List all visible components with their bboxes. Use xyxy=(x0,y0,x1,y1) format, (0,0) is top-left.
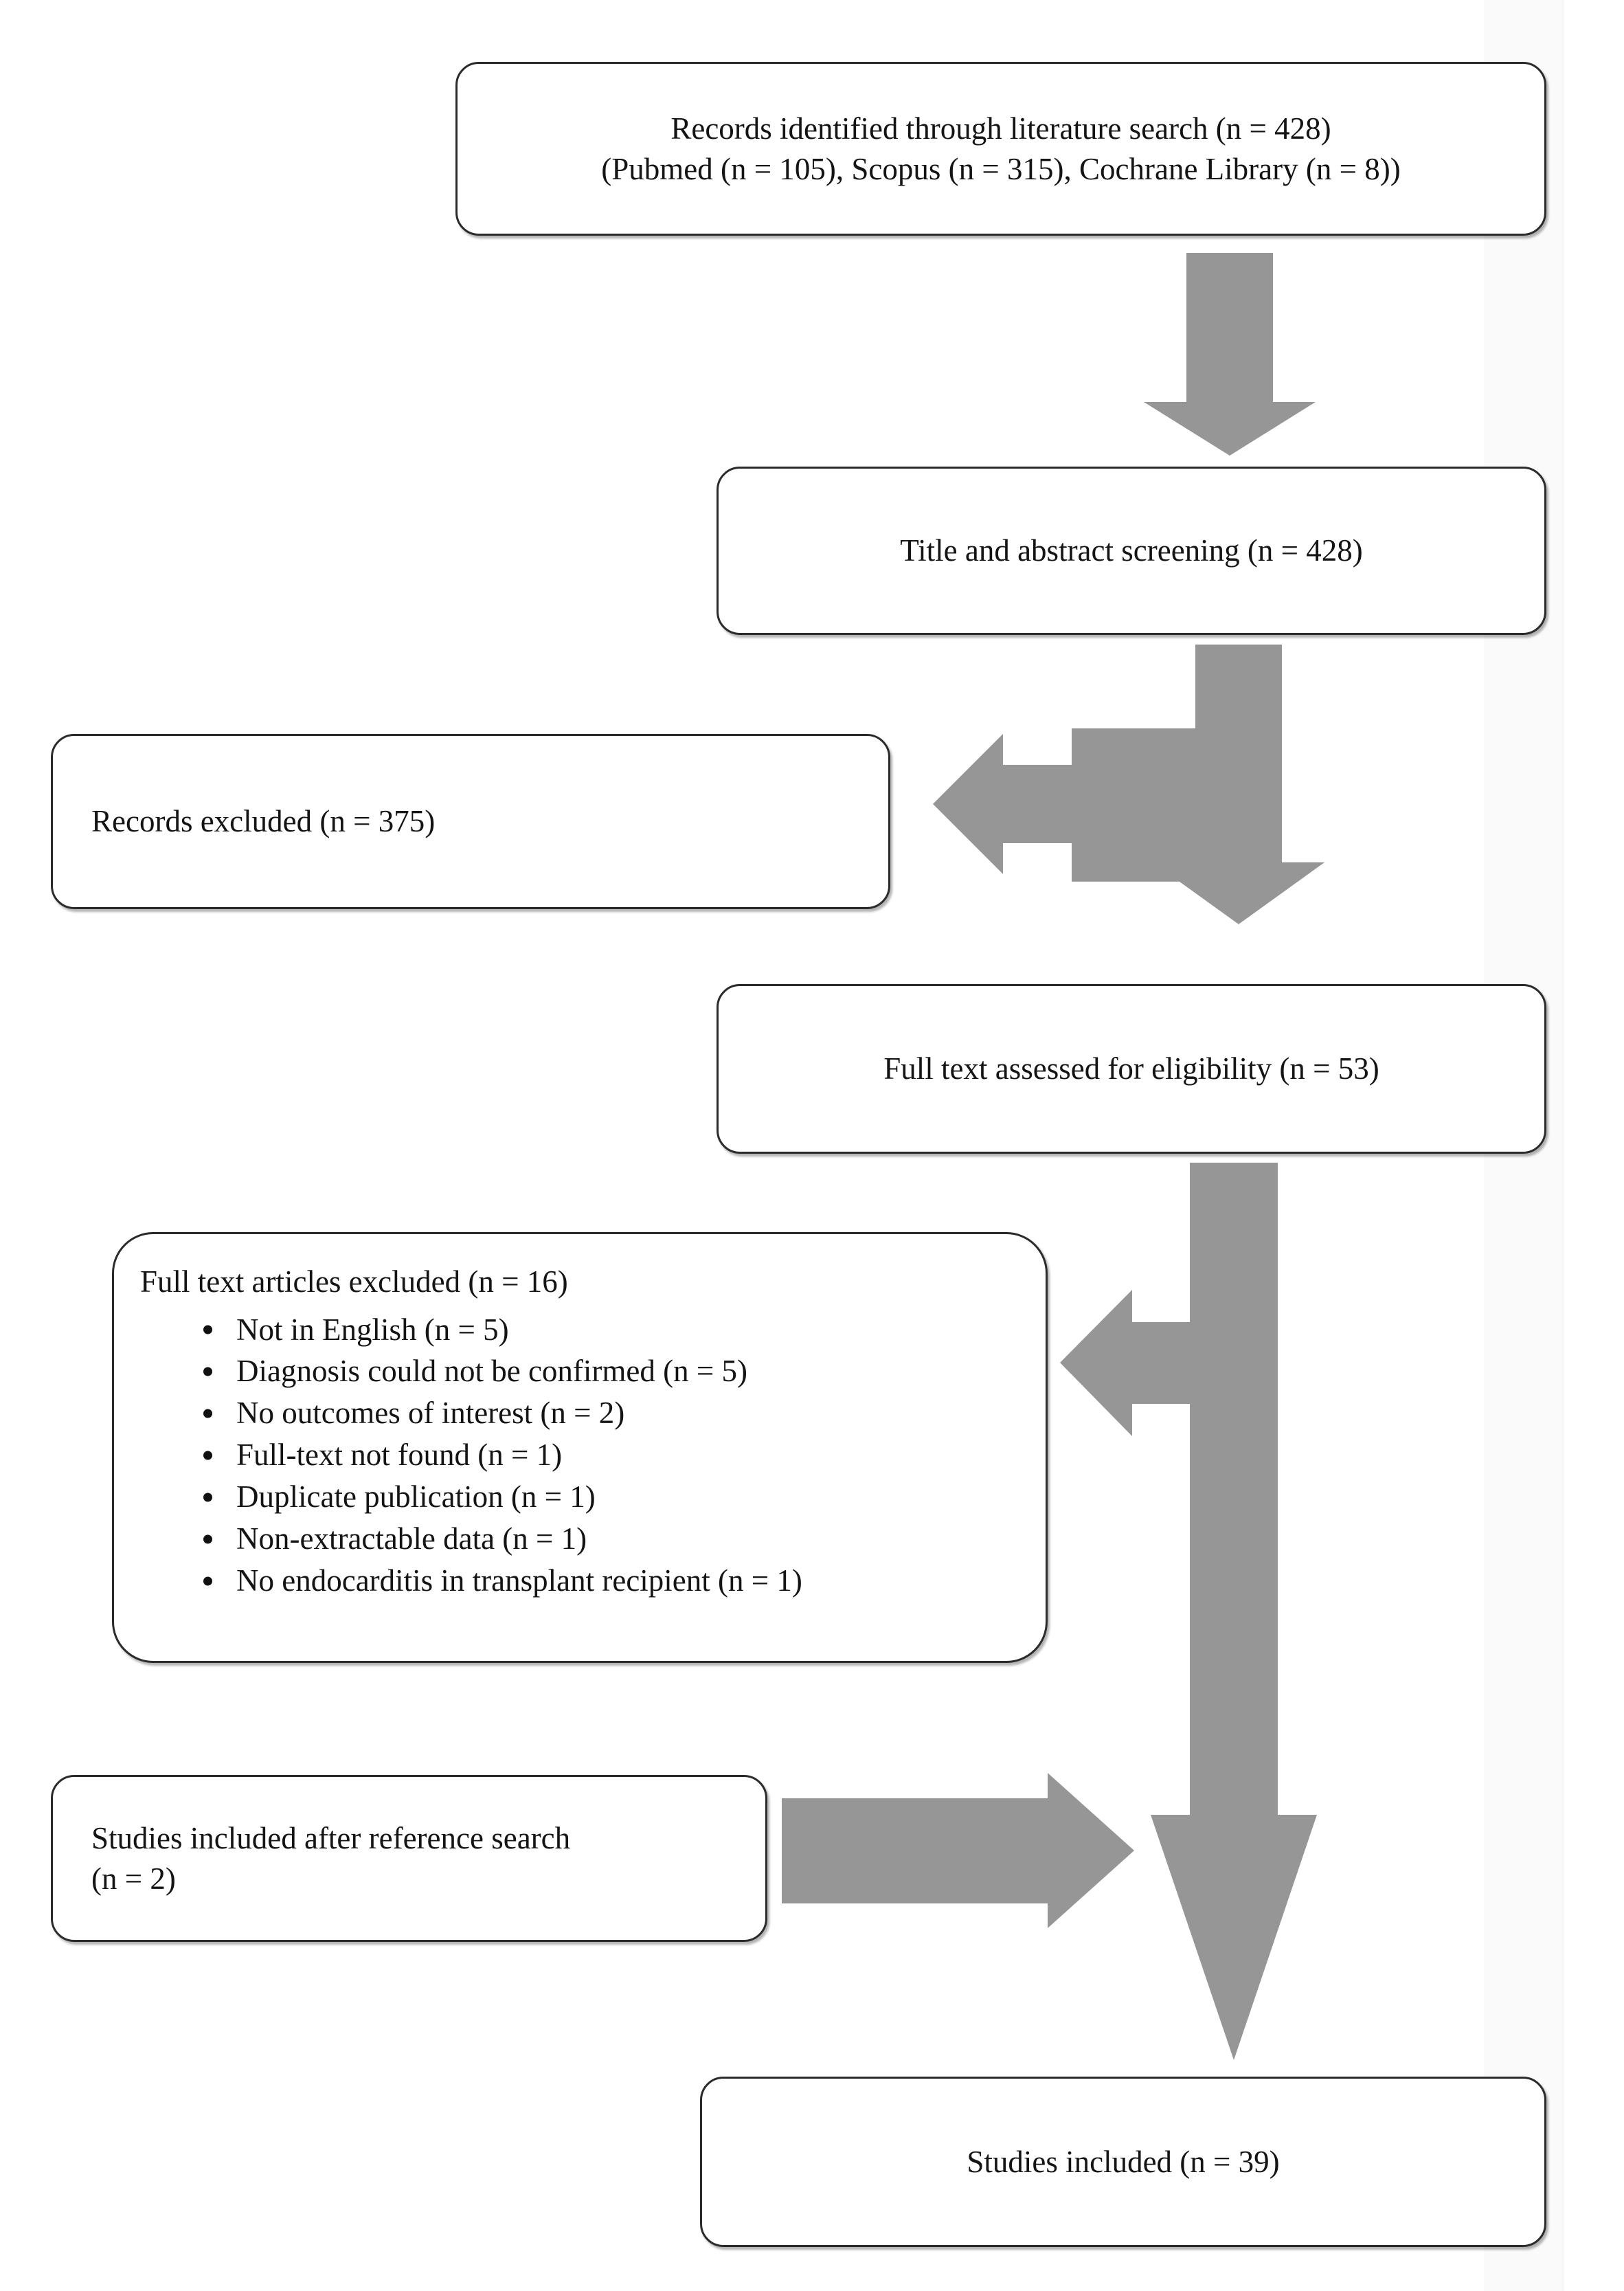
records-identified-line-2: (Pubmed (n = 105), Scopus (n = 315), Coc… xyxy=(601,151,1401,186)
arrow-identified-to-screening xyxy=(1144,253,1316,456)
arrow-fulltext-branch xyxy=(1060,1163,1317,2060)
scan-background-edge xyxy=(1562,0,1565,2291)
list-item: Full-text not found (n = 1) xyxy=(194,1434,802,1476)
list-item: Non-extractable data (n = 1) xyxy=(194,1518,802,1560)
arrow-screening-branch xyxy=(933,645,1324,924)
box-full-text-articles-excluded[interactable]: Full text articles excluded (n = 16) Not… xyxy=(112,1232,1048,1663)
box-records-excluded[interactable]: Records excluded (n = 375) xyxy=(51,734,890,909)
reference-search-line-2: (n = 2) xyxy=(91,1861,176,1896)
box-title-abstract-screening[interactable]: Title and abstract screening (n = 428) xyxy=(717,467,1546,635)
list-item: No endocarditis in transplant recipient … xyxy=(194,1560,802,1602)
full-text-excluded-heading: Full text articles excluded (n = 16) xyxy=(140,1264,568,1299)
list-item: Diagnosis could not be confirmed (n = 5) xyxy=(194,1350,802,1392)
list-item: Not in English (n = 5) xyxy=(194,1309,802,1351)
studies-included-line-1: Studies included (n = 39) xyxy=(967,2144,1280,2179)
list-item: No outcomes of interest (n = 2) xyxy=(194,1392,802,1434)
list-item: Duplicate publication (n = 1) xyxy=(194,1476,802,1518)
records-identified-line-1: Records identified through literature se… xyxy=(670,111,1331,146)
title-abstract-screening-line-1: Title and abstract screening (n = 428) xyxy=(900,533,1363,568)
box-studies-included[interactable]: Studies included (n = 39) xyxy=(700,2077,1546,2247)
full-text-assessed-line-1: Full text assessed for eligibility (n = … xyxy=(883,1051,1379,1086)
records-excluded-line-1: Records excluded (n = 375) xyxy=(91,804,436,839)
reference-search-line-1: Studies included after reference search xyxy=(91,1821,571,1855)
full-text-excluded-reason-list: Not in English (n = 5) Diagnosis could n… xyxy=(114,1309,802,1602)
arrow-reference-to-main xyxy=(782,1773,1134,1928)
box-records-identified[interactable]: Records identified through literature se… xyxy=(455,62,1546,236)
box-studies-after-reference-search[interactable]: Studies included after reference search … xyxy=(51,1775,767,1942)
box-full-text-assessed[interactable]: Full text assessed for eligibility (n = … xyxy=(717,984,1546,1154)
